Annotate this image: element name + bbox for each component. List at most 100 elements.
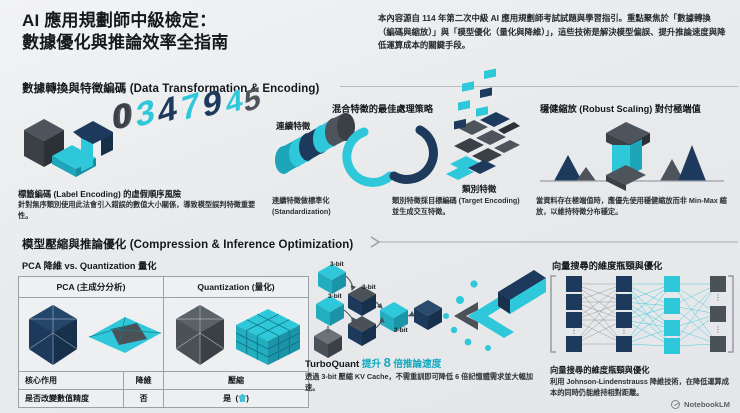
digit-4b: 4 — [226, 82, 243, 122]
quant-precision-note: 會 — [238, 394, 247, 403]
row-value-pca-core: 降維 — [123, 371, 164, 390]
digit-7: 7 — [181, 85, 200, 129]
navy-polyhedron-icon — [28, 304, 78, 365]
digit-0: 0 0 — [112, 94, 133, 139]
cylinder-icon — [275, 113, 355, 174]
section-2-arrow-rule — [370, 236, 738, 248]
cube-3bit-3 — [316, 296, 344, 326]
robust-scaling-title: 穩健縮放 (Robust Scaling) 對付極端值 — [540, 104, 701, 114]
outlier-spike-2 — [576, 167, 596, 181]
notebooklm-logo-icon — [671, 400, 681, 409]
turboquant-heading: TurboQuant 提升 8 倍推論速度 — [305, 356, 441, 370]
cube-navy-final — [414, 300, 442, 330]
categorical-blocks-icon — [446, 68, 520, 180]
label-encoding-caption-title: 標籤編碼 (Label Encoding) 的虛假順序風險 — [18, 189, 182, 199]
digit-9: 9 — [203, 82, 222, 126]
row-label-core-function: 核心作用 — [17, 371, 125, 390]
navy-hook-icon — [73, 121, 113, 172]
svg-text:9: 9 — [203, 82, 222, 126]
navy-link-ring — [389, 125, 438, 184]
svg-text:0: 0 — [112, 94, 131, 138]
cyan-link-ring — [342, 127, 395, 187]
table-col-pca: PCA (主成分分析) — [18, 276, 164, 298]
node-label-3bit-3: 3-bit — [328, 293, 343, 300]
vector-search-caption: 利用 Johnson-Lindenstrauss 降維技術，在降低運算成本的同時… — [550, 377, 729, 397]
continuous-feature-tag: 連續特徵 — [276, 121, 311, 131]
nn-layer-1-nodes — [566, 276, 582, 352]
turboquant-accent-post: 倍推論速度 — [393, 359, 442, 370]
row-value-quant-precision: 是 (會) — [163, 389, 309, 408]
nn-layer-4-ellipsis-1: ⋮ — [714, 293, 722, 302]
digit-4: 4 — [158, 88, 177, 132]
nn-layer-2-nodes — [616, 276, 632, 352]
pca-illustration — [28, 304, 162, 365]
cube-3bit-1 — [318, 264, 346, 294]
categorical-feature-tag: 類別特徵 — [462, 184, 497, 194]
quant-figure-cell — [163, 297, 309, 372]
categorical-feature-caption: 類別特徵採目標編碼 (Target Encoding) 並生成交互特徵。 — [392, 196, 520, 216]
table-header-row: PCA (主成分分析) Quantization (量化) — [18, 276, 309, 298]
quant-precision-value: 是 — [223, 394, 232, 403]
robust-scaling-caption: 當資料存在極端值時，應優先使用穩健縮放而非 Min-Max 縮放，以維持特徵分布… — [536, 196, 727, 216]
title-line-2: 數據優化與推論效率全指南 — [22, 33, 229, 53]
vector-search-title-bottom: 向量搜尋的維度瓶頸與優化 — [550, 365, 650, 375]
nn-layer-4-ellipsis-2: ⋮ — [714, 325, 722, 334]
svg-text:4: 4 — [226, 82, 243, 122]
pca-quant-table: PCA (主成分分析) Quantization (量化) — [17, 276, 309, 408]
outlier-spike-4 — [678, 145, 706, 181]
mixed-features-title: 混合特徵的最佳處理策略 — [332, 104, 434, 114]
cube-grey-lower — [314, 328, 342, 358]
continuous-feature-caption: 連續特徵做標準化 (Standardization) — [272, 196, 331, 216]
outlier-spike-3 — [660, 159, 684, 181]
row-label-precision: 是否改變數值精度 — [17, 389, 125, 408]
flow-arrows — [343, 275, 415, 329]
brand-label: NotebookLM — [684, 400, 730, 409]
intro-paragraph: 本內容源自 114 年第二次中級 AI 應用規劃師考試試題與學習指引。重點聚焦於… — [378, 13, 726, 51]
svg-text:5: 5 — [244, 80, 261, 120]
pillar-icon — [606, 122, 650, 191]
cyan-flat-plane-icon — [88, 316, 162, 353]
table-figure-row — [18, 297, 309, 372]
turboquant-number: 8 — [383, 356, 391, 370]
cyan-rubik-cube-icon — [235, 308, 301, 365]
section-2-title: 模型壓縮與推論優化 (Compression & Inference Optim… — [22, 239, 354, 251]
digit-3: 3 — [136, 91, 155, 135]
grey-polyhedron-icon — [175, 304, 225, 365]
page-title: AI 應用規劃師中級檢定： 數據優化與推論效率全指南 — [22, 10, 362, 55]
row-value-quant-core: 壓縮 — [163, 371, 309, 390]
speed-chevron-icon — [454, 270, 546, 338]
svg-text:4: 4 — [158, 88, 177, 132]
node-label-3bit-1: 3-bit — [330, 261, 345, 268]
nn-layer-3-nodes — [664, 276, 680, 354]
section-1-title: 數據轉換與特徵編碼 (Data Transformation & Encodin… — [22, 83, 320, 95]
title-line-1: AI 應用規劃師中級檢定： — [22, 11, 217, 30]
svg-text:0: 0 — [114, 94, 133, 138]
table-col-quant: Quantization (量化) — [163, 276, 309, 298]
node-label-3bit-2: 3-bit — [362, 284, 377, 291]
row-value-pca-precision: 否 — [123, 389, 164, 408]
mixed-features-illustration — [275, 68, 520, 187]
table-row: 是否改變數值精度 否 是 (會) — [17, 389, 309, 408]
vector-search-title-top: 向量搜尋的維度瓶頸與優化 — [552, 261, 663, 271]
nn-layer-1-ellipsis: ⋮ — [570, 326, 578, 335]
bracket-right — [728, 275, 734, 353]
edges-layer-1-2 — [573, 283, 625, 345]
turboquant-flow-illustration: 3-bit 3-bit 3-bit — [314, 261, 546, 358]
node-label-3bit-4: 3-bit — [394, 327, 409, 334]
label-encoding-illustration: 0 0 3 4 7 9 4 5 — [24, 80, 261, 177]
quantization-illustration — [175, 304, 301, 365]
turboquant-accent-pre: 提升 — [361, 359, 382, 370]
section-1-rule — [340, 86, 738, 87]
digit-5: 5 — [244, 80, 261, 120]
nn-layer-2-ellipsis: ⋮ — [620, 326, 628, 335]
nn-layer-4-nodes — [710, 276, 726, 352]
outlier-spike-1 — [554, 155, 582, 181]
turboquant-body: 透過 3-bit 壓縮 KV Cache，不需重訓即可降低 6 倍記憶體需求並大… — [305, 372, 534, 392]
cube-3bit-4 — [380, 302, 408, 332]
neural-network-illustration: ⋮ ⋮ ⋮ ⋮ — [550, 275, 734, 354]
svg-text:3: 3 — [136, 91, 155, 135]
turboquant-name: TurboQuant — [305, 359, 360, 370]
robust-scaling-illustration — [540, 122, 724, 191]
particle-dots — [443, 280, 491, 351]
